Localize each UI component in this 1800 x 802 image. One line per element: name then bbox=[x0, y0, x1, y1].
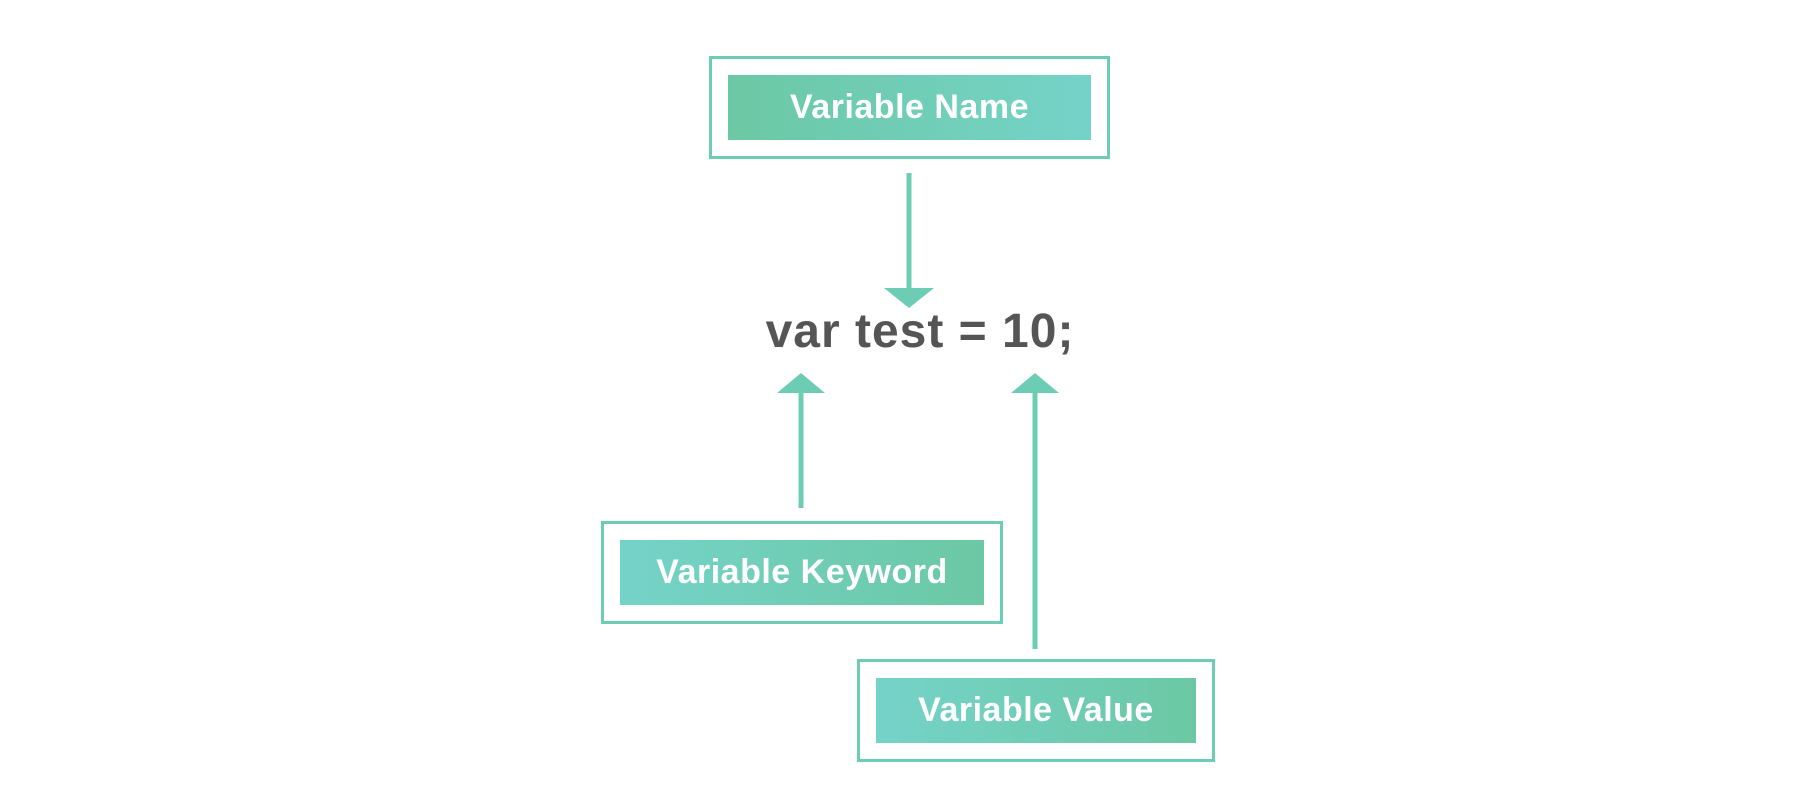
arrow-keyword-to-var bbox=[777, 373, 825, 508]
variable-name-label: Variable Name bbox=[728, 75, 1091, 140]
arrow-value-to-number bbox=[1011, 373, 1059, 649]
arrow-head-down bbox=[884, 288, 934, 308]
arrow-head-up bbox=[1011, 373, 1059, 393]
code-statement: var test = 10; bbox=[765, 305, 1075, 358]
arrow-name-to-identifier bbox=[884, 173, 934, 308]
variable-name-box: Variable Name bbox=[709, 56, 1110, 159]
variable-value-label: Variable Value bbox=[876, 678, 1196, 743]
variable-value-box: Variable Value bbox=[857, 659, 1215, 762]
variable-keyword-box: Variable Keyword bbox=[601, 521, 1003, 624]
arrow-head-up bbox=[777, 373, 825, 393]
variable-keyword-label: Variable Keyword bbox=[620, 540, 984, 605]
